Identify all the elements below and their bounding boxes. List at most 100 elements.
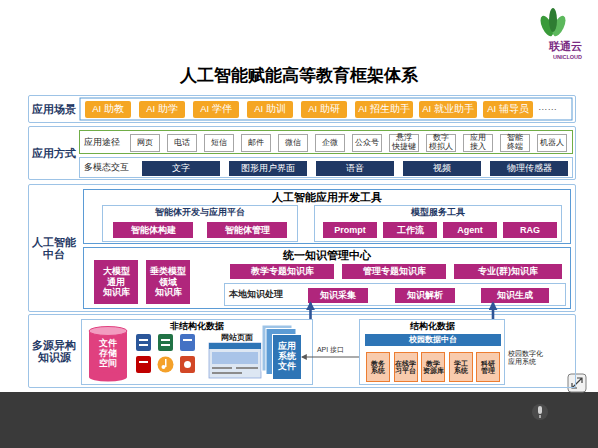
scenario-button: AI 辅导员 — [483, 101, 533, 118]
note-label: UNICLOUD — [553, 54, 593, 60]
scenario-button: AI 就业助手 — [419, 101, 477, 118]
process-row: 多模态交互文字图形用户界面语音视频物理传感器 — [79, 157, 573, 178]
mic-body — [538, 406, 542, 414]
note-label: 校园数字化 应用系统 — [508, 350, 572, 366]
node-label: 本地知识处理 — [229, 284, 283, 305]
web-screenshot — [209, 343, 261, 378]
flow-arrow — [302, 356, 359, 357]
node-label: 智能 终端 — [501, 134, 529, 151]
leaf — [549, 8, 557, 32]
icon-line — [139, 339, 148, 341]
node-label: 语音 — [346, 163, 364, 173]
node-label: 视频 — [433, 163, 451, 173]
file-stack: 应用 系统 文件 — [272, 334, 302, 380]
expand-arrow — [572, 378, 582, 388]
system-box: 学工 系统 — [449, 352, 473, 382]
group-frame: 智能体开发与应用平台智能体构建智能体管理 — [102, 205, 298, 242]
scenario-button: AI 助学 — [139, 101, 185, 118]
node-label: 学工 系统 — [450, 360, 472, 375]
scenario-button: AI 助研 — [301, 101, 347, 118]
module-box: 智能体构建 — [113, 222, 193, 238]
node-label: 教学专题知识库 — [251, 266, 314, 276]
module-box: 工作流 — [383, 222, 437, 238]
process-row: 本地知识处理知识采集知识解析知识生成 — [224, 283, 566, 306]
node-label: 图形用户界面 — [241, 163, 295, 173]
node-label: 结构化数据 — [360, 321, 504, 331]
module-box: Prompt — [323, 222, 377, 238]
module-box: 教学专题知识库 — [230, 264, 334, 279]
node-label: 智能体构建 — [131, 225, 176, 235]
channel-box: 公众号 — [352, 134, 382, 152]
expand-icon — [568, 374, 586, 392]
node-label: 微信 — [285, 139, 301, 148]
data-group: 结构化数据校园数据中台教务 系统在线学 习平台教学 资源库学工 系统科研 管理 — [359, 319, 505, 385]
layer-band: 人工智能 中台人工智能应用开发工具智能体开发与应用平台智能体构建智能体管理模型服… — [28, 184, 576, 312]
icon-line — [161, 344, 170, 346]
node-label: AI 就业助手 — [422, 104, 474, 115]
node-label: AI 学伴 — [200, 104, 232, 115]
node-label: 管理专题知识库 — [363, 266, 426, 276]
module-box: 知识生成 — [481, 288, 549, 303]
edge-label: API 接口 — [317, 345, 344, 355]
node-label: RAG — [520, 225, 540, 235]
node-label: 短信 — [211, 139, 227, 148]
diagram-title: 人工智能赋能高等教育框架体系 — [0, 64, 598, 87]
screenshot-banner — [212, 352, 258, 364]
icon-line — [183, 339, 192, 341]
cylinder-top — [89, 327, 127, 336]
node-label: 文件 存储 空间 — [96, 339, 120, 368]
scenario-button: AI 助训 — [247, 101, 293, 118]
channel-box: 智能 终端 — [500, 134, 530, 152]
module-box: Agent — [443, 222, 497, 238]
mic-icon — [532, 404, 548, 420]
scenario-button: AI 学伴 — [193, 101, 239, 118]
pdf-icon — [136, 356, 151, 373]
platform-frame: 人工智能应用开发工具智能体开发与应用平台智能体构建智能体管理模型服务工具Prom… — [83, 189, 571, 244]
screenshot-header — [209, 343, 261, 349]
screenshot-frame — [209, 343, 261, 378]
node-label: 大模型 通用 知识库 — [94, 266, 138, 297]
data-group: 非结构化数据文件 存储 空间网站页面应用 系统 文件 — [81, 319, 313, 385]
flow-arrow — [492, 303, 495, 319]
brand-plant — [538, 8, 568, 38]
module-box: 大模型 通用 知识库 — [94, 260, 138, 304]
node-label: 人工智能 中台 — [31, 185, 77, 311]
cylinder-bottom — [89, 373, 127, 382]
scenario-frame — [80, 98, 572, 120]
node-label: 电话 — [174, 139, 190, 148]
interaction-box: 图形用户界面 — [229, 161, 307, 176]
system-box: 教学 资源库 — [421, 352, 445, 382]
node-label: AI 助学 — [146, 104, 178, 115]
node-label: AI 招生助手 — [358, 104, 410, 115]
mic-bg — [532, 404, 548, 420]
node-label: 人工智能应用开发工具 — [84, 191, 570, 203]
node-label: 应用 接入 — [464, 134, 492, 151]
node-label: 多模态交互 — [84, 158, 129, 177]
web-page: 网站页面 — [207, 332, 267, 382]
scenario-button: AI 招生助手 — [355, 101, 413, 118]
module-box: 管理专题知识库 — [342, 264, 446, 279]
node-label: AI 助研 — [308, 104, 340, 115]
channel-box: 数字 模拟人 — [426, 134, 456, 152]
node-label: 工作流 — [397, 225, 424, 235]
node-label: AI 辅导员 — [487, 104, 529, 115]
channel-box: 机器人 — [537, 134, 567, 152]
interaction-box: 物理传感器 — [490, 161, 568, 176]
system-box: 教务 系统 — [366, 352, 390, 382]
node-label: 垂类模型 领域 知识库 — [146, 266, 190, 297]
node-label: 数字 模拟人 — [427, 134, 455, 151]
node-label: 知识采集 — [320, 290, 356, 300]
node-label: 在线学 习平台 — [395, 360, 417, 375]
channel-box: 邮件 — [241, 134, 271, 152]
channel-box: 短信 — [204, 134, 234, 152]
channel-box: 应用 接入 — [463, 134, 493, 152]
file-icons — [136, 334, 195, 373]
interaction-box: 视频 — [403, 161, 481, 176]
group-frame: 模型服务工具Prompt工作流AgentRAG — [314, 205, 562, 242]
screenshot-line — [212, 372, 242, 374]
data-platform-bar: 校园数据中台 — [365, 334, 501, 346]
cylinder-body — [89, 331, 127, 377]
excel-icon — [158, 334, 173, 351]
